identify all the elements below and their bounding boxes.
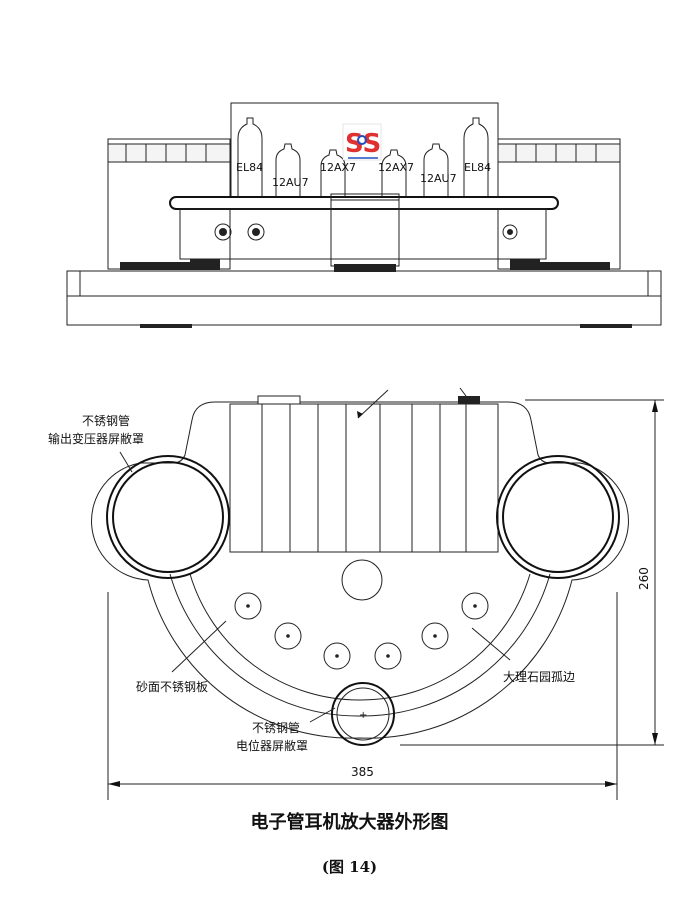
input-jack (214, 223, 232, 241)
front-view: EL84 12AU7 12AX7 12AX7 12AU7 EL84 SS (66, 102, 662, 328)
tube-12ax7-left (320, 149, 346, 196)
tube-label: 12AX7 (378, 161, 414, 174)
output-transformer-shield-right (496, 455, 620, 579)
top-view: + 不锈钢管 输出变压器屏敝罩 砂面不锈钢板 不锈钢管 电位器屏敝罩 大理石园孤… (48, 387, 664, 800)
label-output-transformer: 不锈钢管 (82, 413, 130, 428)
svg-text:260: 260 (637, 567, 651, 590)
tube-12au7-left (275, 143, 301, 196)
input-jack (247, 223, 265, 241)
brand-logo: SS (342, 123, 381, 161)
label-pot-shield: 不锈钢管 (252, 720, 300, 735)
dimension-height: 260 (400, 399, 664, 746)
tube-socket (323, 642, 351, 670)
base-foot (580, 324, 632, 328)
tube-12ax7-right (381, 149, 407, 196)
tube-socket (274, 622, 302, 650)
tube-el84-left (237, 117, 263, 196)
tube-socket (234, 592, 262, 620)
label-marble-edge: 大理石园孤边 (503, 670, 575, 684)
tube-socket (374, 642, 402, 670)
sand-steel-plate (169, 573, 551, 717)
figure-number: (图 14) (321, 858, 378, 876)
power-transformer-shield (229, 387, 499, 553)
volume-shield-front (330, 193, 400, 272)
tube-socket (421, 622, 449, 650)
headphone-jack (502, 224, 518, 240)
tube-label: EL84 (464, 161, 491, 174)
dimension-width: 385 (107, 592, 618, 800)
marble-base (66, 270, 662, 326)
label-sand-plate: 砂面不锈钢板 (136, 680, 208, 694)
label-pot-shield: 电位器屏敝罩 (236, 738, 308, 753)
tube-socket (461, 592, 489, 620)
tube-socket (341, 559, 383, 601)
tube-el84-right (463, 117, 489, 196)
tube-label: EL84 (236, 161, 263, 174)
figure-title: 电子管耳机放大器外形图 (250, 812, 449, 833)
base-foot (140, 324, 192, 328)
output-transformer-shield-left (106, 455, 230, 579)
tube-12au7-right (423, 143, 449, 196)
pot-shield: + (331, 682, 395, 746)
svg-text:385: 385 (351, 765, 374, 779)
label-output-transformer: 输出变压器屏敝罩 (48, 431, 144, 446)
svg-text:+: + (359, 710, 367, 721)
tube-label: 12AX7 (320, 161, 356, 174)
chassis (169, 196, 559, 265)
tube-label: 12AU7 (420, 172, 457, 185)
tube-label: 12AU7 (272, 176, 309, 189)
